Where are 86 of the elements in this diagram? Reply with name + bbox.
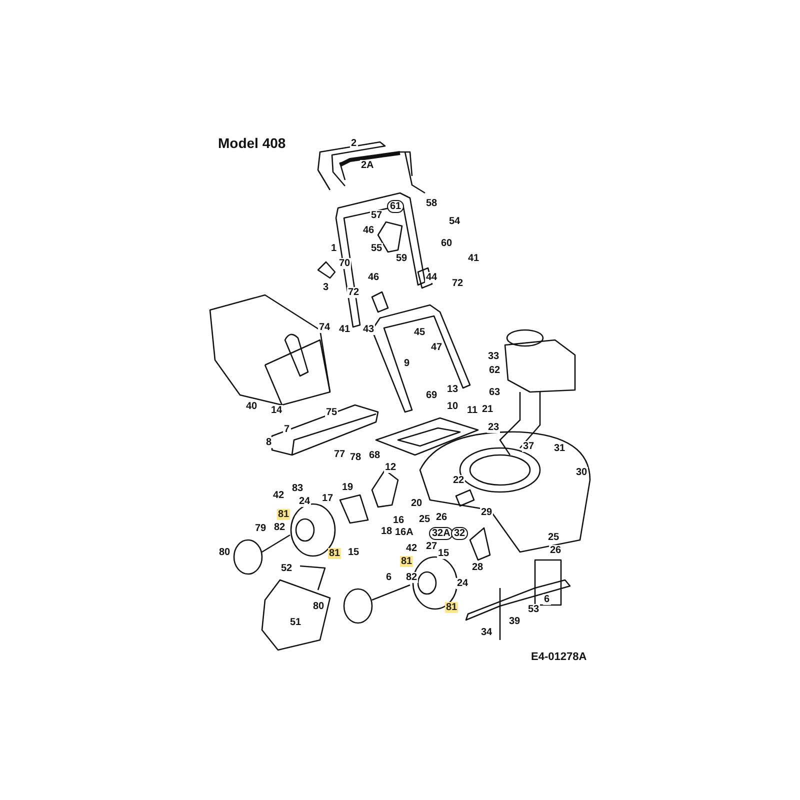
callout-number: 15 bbox=[437, 548, 450, 559]
callout-number: 82 bbox=[273, 522, 286, 533]
callout-number: 81 bbox=[277, 509, 290, 520]
callout-number: 54 bbox=[448, 216, 462, 227]
callout-number: 34 bbox=[480, 627, 494, 638]
diagram-title: Model 408 bbox=[218, 135, 286, 151]
callout-number: 22 bbox=[452, 475, 466, 486]
callout-number: 79 bbox=[254, 523, 268, 534]
callout-number: 75 bbox=[325, 407, 338, 418]
callout-number: 37 bbox=[522, 441, 536, 452]
callout-number: 69 bbox=[425, 390, 438, 401]
callout-number: 25 bbox=[547, 532, 560, 543]
callout-number: 32 bbox=[451, 527, 468, 540]
callout-number: 2A bbox=[360, 160, 375, 171]
callout-number: 27 bbox=[425, 541, 438, 552]
callout-number: 29 bbox=[480, 507, 494, 518]
callout-number: 43 bbox=[362, 324, 376, 335]
callout-number: 63 bbox=[488, 387, 502, 398]
callout-number: 3 bbox=[322, 282, 330, 293]
callout-number: 20 bbox=[410, 498, 424, 509]
callout-number: 72 bbox=[451, 278, 464, 289]
callout-number: 81 bbox=[328, 548, 342, 559]
callout-number: 68 bbox=[368, 450, 382, 461]
callout-number: 18 bbox=[380, 526, 394, 537]
callout-number: 44 bbox=[425, 272, 438, 283]
callout-number: 6 bbox=[543, 594, 551, 605]
callout-number: 17 bbox=[321, 493, 334, 504]
callout-number: 25 bbox=[418, 514, 432, 525]
callout-number: 42 bbox=[272, 490, 286, 501]
callout-number: 40 bbox=[245, 401, 258, 412]
callout-number: 46 bbox=[362, 225, 376, 236]
callout-number: 30 bbox=[575, 467, 588, 478]
callout-number: 41 bbox=[467, 253, 480, 264]
callout-number: 46 bbox=[367, 272, 380, 283]
callout-number: 13 bbox=[446, 384, 460, 395]
callout-number: 51 bbox=[289, 617, 302, 628]
callout-number: 81 bbox=[445, 602, 458, 613]
callout-number: 33 bbox=[487, 351, 500, 362]
callout-number: 6 bbox=[385, 572, 393, 583]
callout-number: 7 bbox=[283, 424, 291, 435]
callout-number: 1 bbox=[330, 243, 338, 254]
callout-number: 52 bbox=[280, 563, 294, 574]
callout-number: 31 bbox=[553, 443, 566, 454]
callout-number: 24 bbox=[298, 496, 312, 507]
callout-number: 82 bbox=[405, 572, 418, 583]
callout-number: 80 bbox=[312, 601, 326, 612]
callout-number: 21 bbox=[481, 404, 494, 415]
callout-number: 74 bbox=[318, 322, 332, 333]
callout-number: 8 bbox=[265, 437, 273, 448]
callout-number: 72 bbox=[347, 287, 360, 298]
callout-number: 83 bbox=[291, 483, 304, 494]
callout-number: 59 bbox=[395, 253, 408, 264]
callout-number: 10 bbox=[446, 401, 460, 412]
callout-number: 23 bbox=[487, 422, 500, 433]
callout-number: 58 bbox=[425, 198, 438, 209]
callout-number: 70 bbox=[338, 258, 352, 269]
callout-number: 15 bbox=[347, 547, 360, 558]
callout-number: 53 bbox=[527, 604, 540, 615]
callout-number: 16A bbox=[394, 527, 414, 538]
callout-number: 26 bbox=[435, 512, 448, 523]
callout-number: 28 bbox=[471, 562, 484, 573]
drawing-number: E4-01278A bbox=[530, 652, 588, 663]
callout-number: 11 bbox=[466, 405, 479, 416]
callout-number: 9 bbox=[403, 358, 411, 369]
callout-number: 81 bbox=[400, 556, 414, 567]
callout-number: 41 bbox=[338, 324, 352, 335]
callout-number: 45 bbox=[413, 327, 426, 338]
callout-number: 61 bbox=[387, 200, 404, 213]
callout-number: 2 bbox=[350, 138, 358, 149]
callout-number: 42 bbox=[405, 543, 418, 554]
callout-number: 77 bbox=[333, 449, 346, 460]
callout-number: 62 bbox=[488, 365, 502, 376]
callout-number: 14 bbox=[270, 405, 284, 416]
callout-number: 24 bbox=[456, 578, 470, 589]
callout-number: 57 bbox=[370, 210, 384, 221]
callout-number: 80 bbox=[218, 547, 232, 558]
callout-number: 39 bbox=[508, 616, 522, 627]
callout-number: 60 bbox=[440, 238, 454, 249]
callout-number: 78 bbox=[349, 452, 362, 463]
callout-number: 55 bbox=[370, 243, 384, 254]
callout-number: 47 bbox=[430, 342, 444, 353]
callout-number: 19 bbox=[341, 482, 354, 493]
callout-number: 12 bbox=[384, 462, 398, 473]
callout-number: 16 bbox=[392, 515, 406, 526]
callout-number: 32A bbox=[429, 527, 454, 540]
callout-number: 26 bbox=[549, 545, 562, 556]
